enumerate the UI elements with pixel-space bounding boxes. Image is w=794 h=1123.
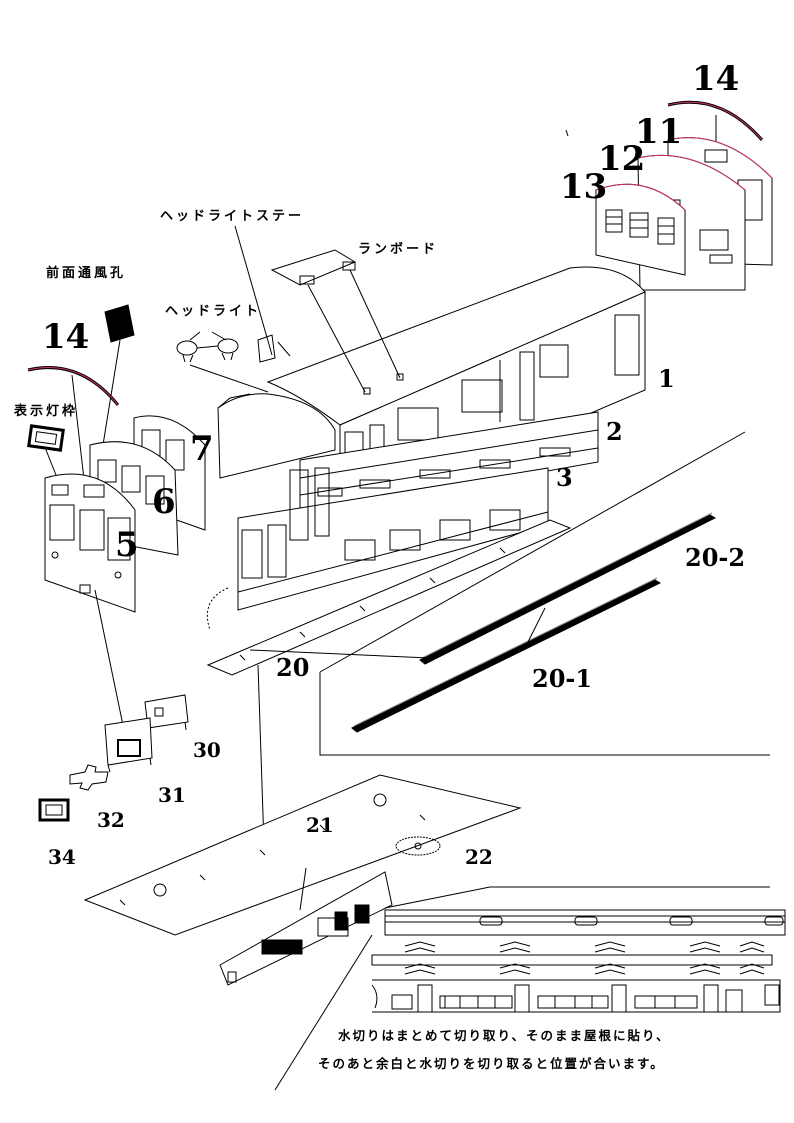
part-num-11: 11 <box>635 112 683 152</box>
part-num-22: 22 <box>465 845 493 869</box>
leader-20-1 <box>524 607 546 649</box>
torn-edge <box>206 587 229 631</box>
headlight-pair <box>176 338 239 363</box>
part-13-panel <box>595 183 686 276</box>
tick-mark <box>565 129 569 137</box>
part-num-30: 30 <box>193 738 221 762</box>
part-num-3: 3 <box>556 463 573 492</box>
inset-leader-bottom <box>274 934 373 1091</box>
part-num-1: 1 <box>658 364 675 393</box>
rain-gutter-chevrons <box>404 941 765 953</box>
part-num-34: 34 <box>48 845 76 869</box>
part-14-top-curve <box>667 100 764 141</box>
rain-gutter-strip <box>384 909 786 936</box>
part-32 <box>69 764 109 791</box>
headlight-link <box>196 345 219 349</box>
part-30 <box>144 694 189 737</box>
label-front-vent: 前面通風孔 <box>46 266 127 281</box>
part-num-20-1: 20-1 <box>532 664 593 693</box>
magnified-side-strip <box>371 954 773 975</box>
part-num-21: 21 <box>306 813 334 837</box>
label-indicator-frame: 表示灯枠 <box>14 404 79 419</box>
leader-headlight-mount <box>189 364 269 393</box>
part-1-cab-front <box>217 393 336 479</box>
part-num-2: 2 <box>606 417 623 446</box>
leader-headlight-stay <box>234 225 273 356</box>
part-20-2-rail <box>419 512 717 665</box>
part-num-31: 31 <box>158 783 186 807</box>
part-22-bogie-plate <box>395 836 441 856</box>
mount-hole-a <box>363 387 371 395</box>
leader-headlight-b <box>211 331 227 341</box>
part-num-20-2: 20-2 <box>685 543 746 572</box>
leader-headlight-a <box>189 331 201 341</box>
part-20-1-rail <box>351 577 662 733</box>
part-num-6: 6 <box>152 482 176 522</box>
part-num-14-top: 14 <box>692 59 740 99</box>
indicator-frame-part <box>27 424 65 452</box>
instruction-line-2: そのあと余白と水切りを切り取ると位置が合います。 <box>318 1056 665 1071</box>
leader-part-21 <box>299 867 307 911</box>
leader-part-5 <box>94 589 126 736</box>
part-num-13: 13 <box>560 167 608 207</box>
magnified-body-side <box>371 979 781 1013</box>
leader-part-20 <box>257 664 265 846</box>
part-5-panel <box>44 473 136 613</box>
part-3-body-side <box>237 467 549 611</box>
leader-14-left <box>71 374 86 489</box>
part-num-12: 12 <box>598 139 646 179</box>
part-2-body-side <box>299 411 599 516</box>
instruction-line-1: 水切りはまとめて切り取り、そのまま屋根に貼り、 <box>338 1028 671 1043</box>
running-board-part <box>270 249 357 286</box>
part-21-floor-plate <box>83 774 522 936</box>
inset-leader-top <box>384 886 491 909</box>
front-vent-part <box>104 304 135 343</box>
mount-hole-b <box>396 373 404 381</box>
inset-frame <box>319 431 770 756</box>
underfloor-equipment <box>219 871 393 986</box>
leader-20-floor <box>249 649 431 659</box>
part-31 <box>104 717 153 773</box>
headlight-stay-part <box>257 334 291 363</box>
label-headlight-stay: ヘッドライトステー <box>160 209 305 224</box>
part-num-20: 20 <box>276 653 310 682</box>
part-20-floor <box>206 519 572 676</box>
leader-running-board-b <box>349 269 401 379</box>
part-34 <box>38 798 70 822</box>
part-num-7: 7 <box>190 429 214 469</box>
part-num-14-left: 14 <box>42 317 90 357</box>
label-running-board: ランボード <box>358 242 439 257</box>
label-headlight: ヘッドライト <box>165 304 262 319</box>
part-num-5: 5 <box>115 525 139 565</box>
part-num-32: 32 <box>97 808 125 832</box>
part-14-left-curve <box>27 366 120 406</box>
leader-running-board-a <box>307 284 366 393</box>
